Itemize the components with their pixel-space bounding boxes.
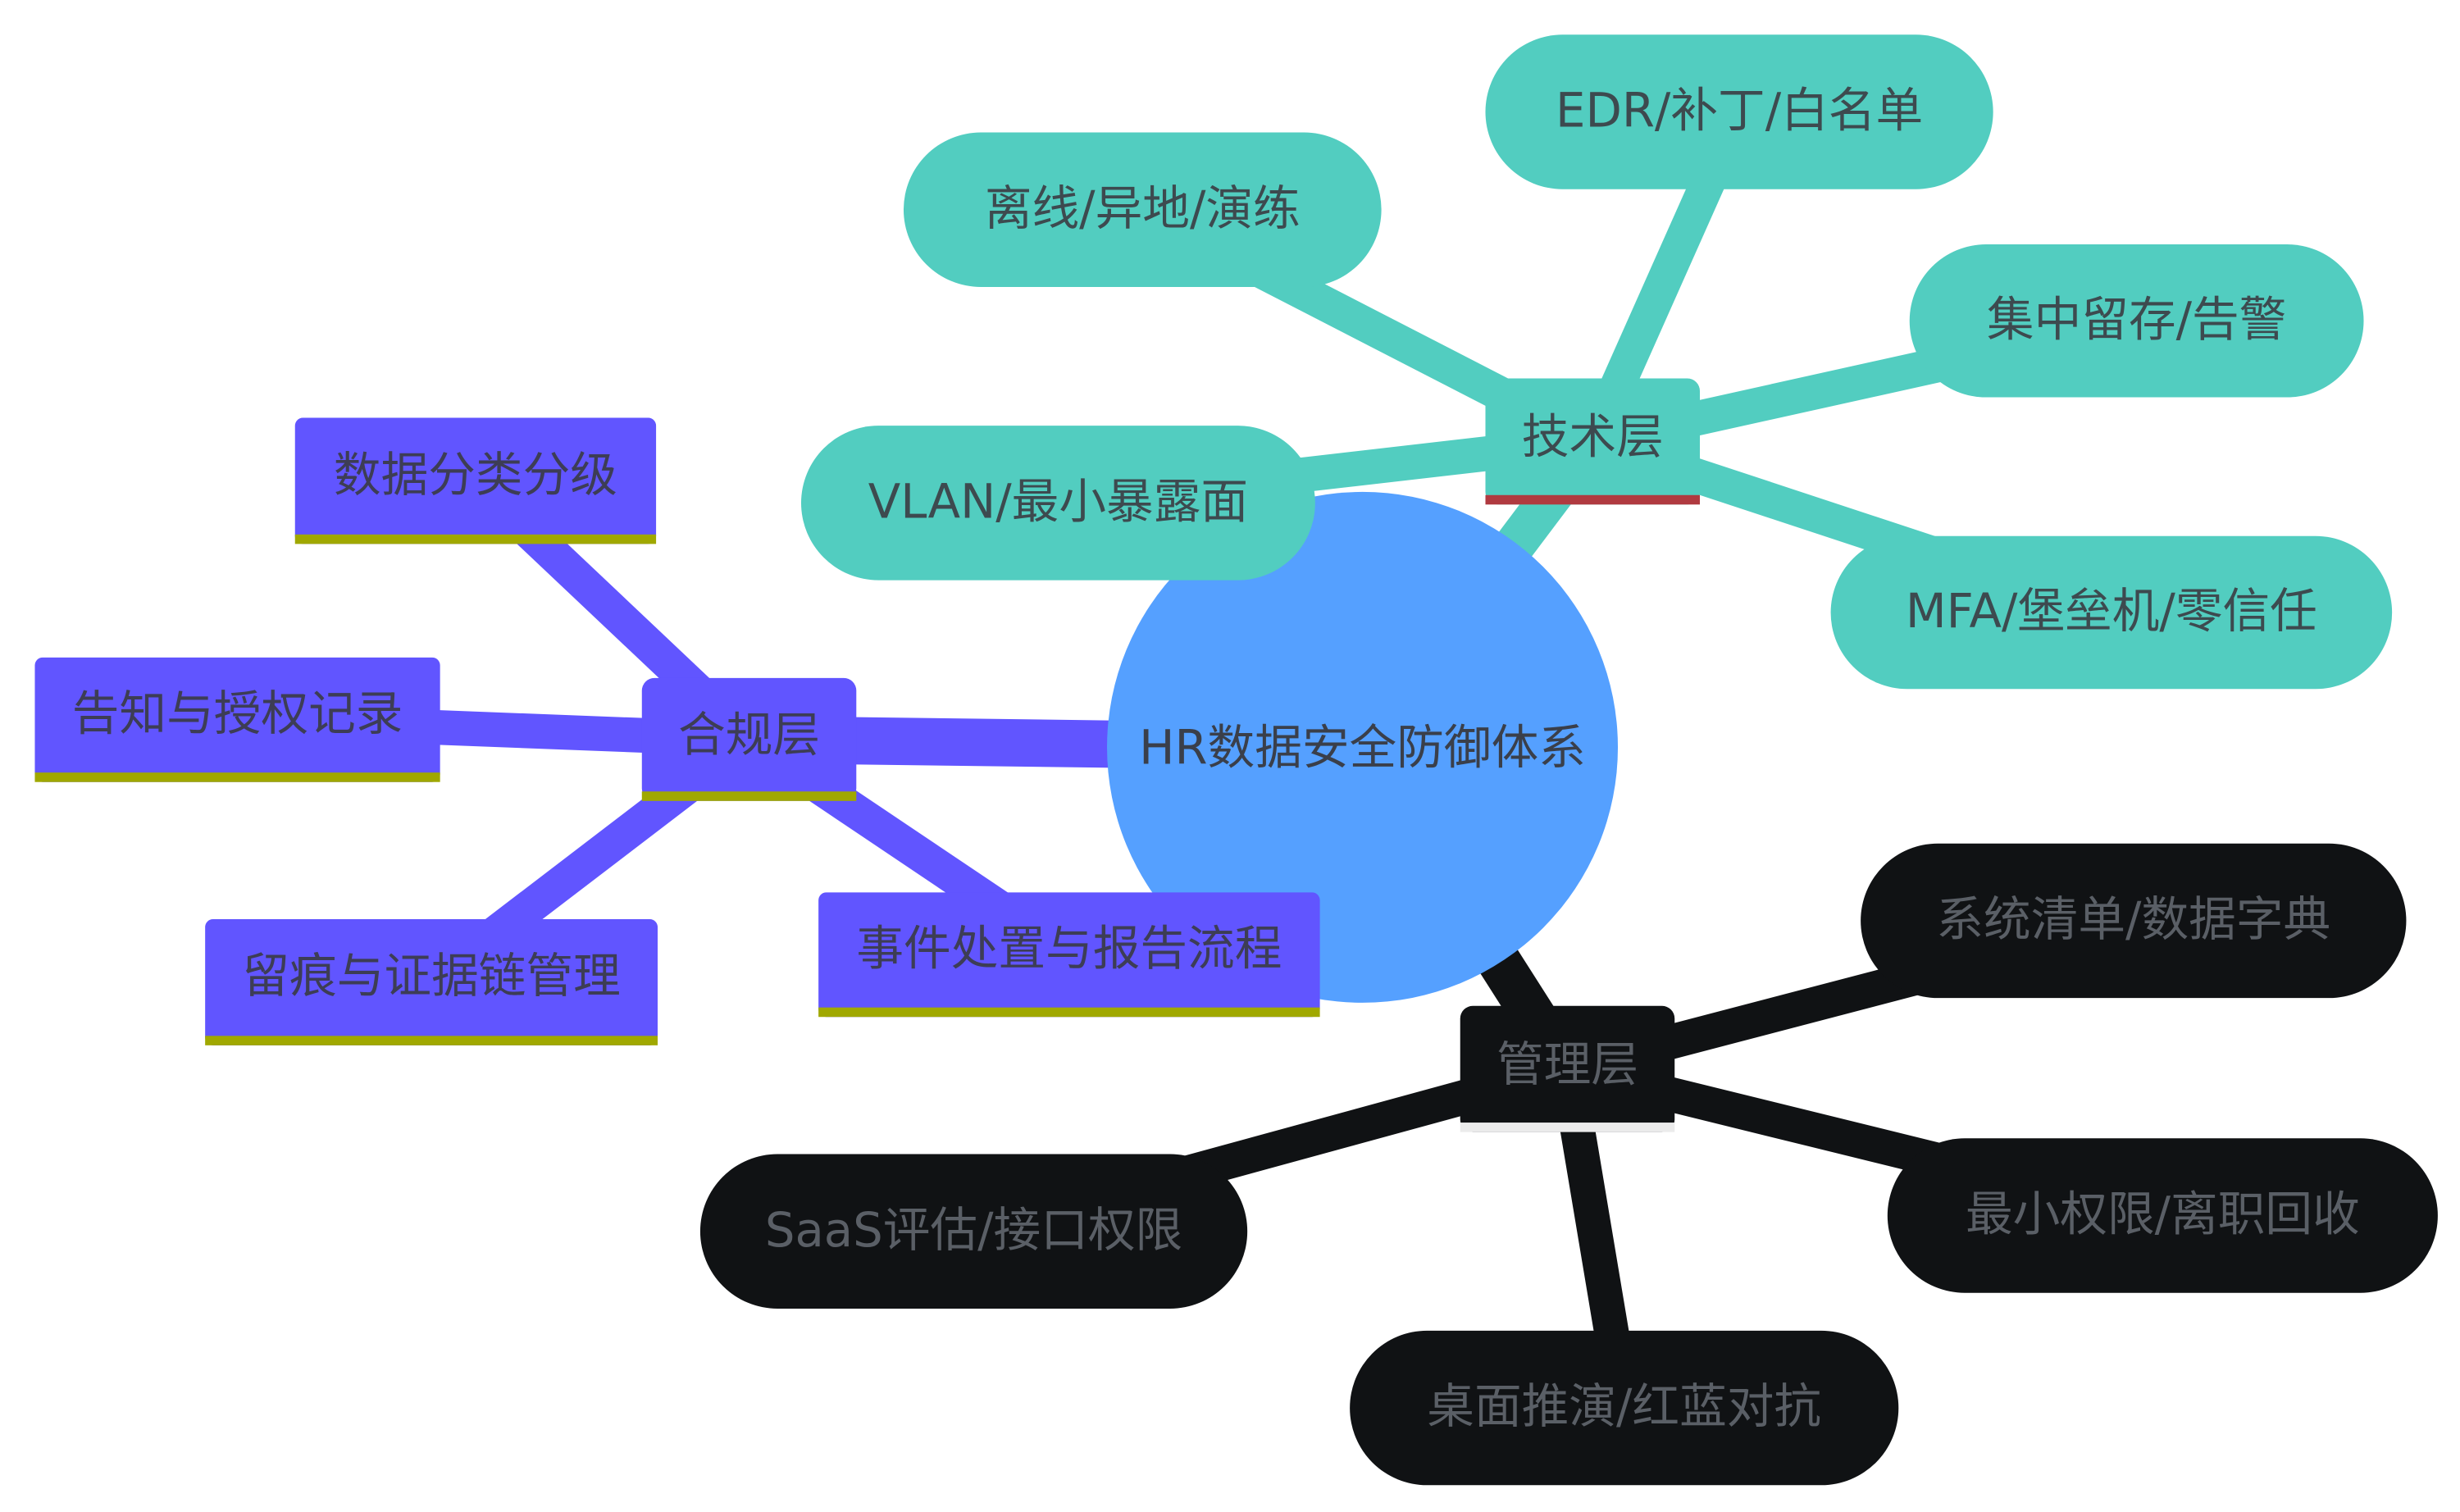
branch-node-compliance[interactable]: 合规层 [641, 677, 857, 801]
child-node[interactable]: SaaS评估/接口权限 [699, 1154, 1248, 1309]
child-label: VLAN/最小暴露面 [868, 473, 1248, 529]
branch-box [641, 677, 857, 801]
child-box [818, 892, 1320, 1018]
child-node[interactable]: EDR/补丁/白名单 [1485, 34, 1993, 189]
child-box [1861, 843, 2407, 999]
child-box [34, 657, 440, 782]
root-node[interactable]: HR数据安全防御体系 [1107, 491, 1619, 1003]
branch-underline [641, 791, 857, 801]
child-box [1909, 244, 2364, 398]
child-node[interactable]: 数据分类分级 [294, 417, 657, 544]
child-node[interactable]: 系统清单/数据字典 [1861, 843, 2407, 999]
child-underline [818, 1007, 1320, 1018]
branch-node-management[interactable]: 管理层 [1460, 1005, 1675, 1132]
child-node[interactable]: 桌面推演/红蓝对抗 [1350, 1330, 1899, 1486]
child-node[interactable]: VLAN/最小暴露面 [800, 426, 1315, 581]
child-label: MFA/堡垒机/零信任 [1906, 583, 2317, 639]
root-label: HR数据安全防御体系 [1139, 719, 1586, 775]
branch-box [1485, 378, 1701, 505]
child-box [800, 426, 1315, 581]
child-label: 最小权限/离职回收 [1966, 1186, 2360, 1242]
branch-label: 技术层 [1522, 409, 1664, 465]
child-node[interactable]: 事件处置与报告流程 [818, 892, 1320, 1018]
child-box [903, 132, 1382, 287]
child-label: 系统清单/数据字典 [1936, 891, 2330, 947]
child-node[interactable]: MFA/堡垒机/零信任 [1830, 535, 2393, 690]
child-box [1887, 1138, 2438, 1293]
child-label: 告知与授权记录 [72, 685, 403, 741]
branch-underline [1485, 494, 1701, 505]
child-label: 集中留存/告警 [1987, 291, 2286, 347]
child-box [699, 1154, 1248, 1309]
child-box [294, 417, 657, 544]
child-node[interactable]: 离线/异地/演练 [903, 132, 1382, 287]
child-label: SaaS评估/接口权限 [765, 1202, 1182, 1258]
child-node[interactable]: 告知与授权记录 [34, 657, 440, 782]
child-label: 数据分类分级 [334, 447, 617, 503]
child-underline [294, 534, 657, 544]
child-node[interactable]: 集中留存/告警 [1909, 244, 2364, 398]
child-label: 离线/异地/演练 [985, 180, 1301, 236]
child-box [205, 919, 658, 1045]
child-box [1830, 535, 2393, 690]
child-node[interactable]: 最小权限/离职回收 [1887, 1138, 2438, 1293]
branch-box [1460, 1005, 1675, 1132]
branch-label: 管理层 [1496, 1036, 1638, 1092]
child-box [1350, 1330, 1899, 1486]
child-label: 桌面推演/红蓝对抗 [1427, 1378, 1821, 1434]
branch-label: 合规层 [678, 707, 820, 763]
child-label: 事件处置与报告流程 [856, 921, 1282, 977]
child-label: 留痕与证据链管理 [242, 948, 620, 1004]
child-underline [205, 1036, 658, 1045]
root-circle [1107, 491, 1619, 1003]
child-node[interactable]: 留痕与证据链管理 [205, 919, 658, 1045]
child-box [1485, 34, 1993, 189]
branch-node-tech[interactable]: 技术层 [1485, 378, 1701, 505]
child-label: EDR/补丁/白名单 [1556, 83, 1923, 139]
branch-underline [1460, 1123, 1675, 1132]
child-underline [34, 772, 440, 782]
